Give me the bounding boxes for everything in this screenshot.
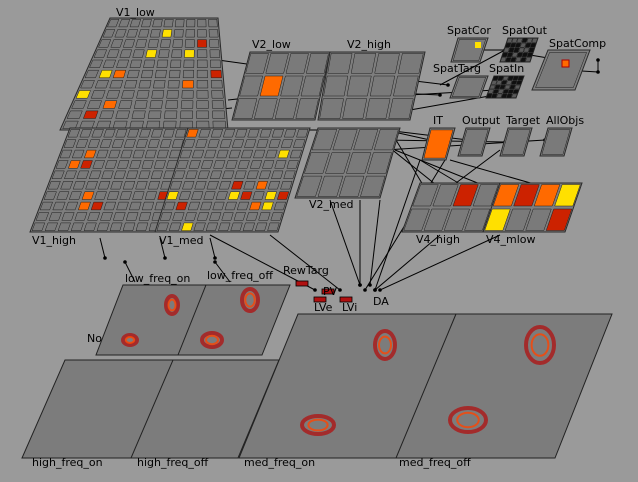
projection-line xyxy=(99,237,106,259)
spatcor-active-unit xyxy=(475,42,481,48)
layer-v2-med[interactable] xyxy=(294,127,401,199)
layer-lve[interactable] xyxy=(313,296,327,303)
input-plane-high-freq-off xyxy=(130,359,280,459)
activation-blob-low-off-top xyxy=(240,287,260,313)
layer-label-spatin: SpatIn xyxy=(489,62,524,75)
layer-label-output: Output xyxy=(462,114,501,127)
layer-label-spatcomp: SpatComp xyxy=(549,37,606,50)
layer-spatout[interactable] xyxy=(499,37,539,63)
layer-label-pv: PV xyxy=(323,285,338,298)
projection-arrowhead xyxy=(378,288,382,292)
layer-spatcor[interactable] xyxy=(450,37,489,63)
layer-label-v2-high: V2_high xyxy=(347,38,391,51)
activation-blob-med-off-bottom xyxy=(448,406,488,434)
layer-label-med-freq-on: med_freq_on xyxy=(244,456,315,469)
projection-arrowhead xyxy=(358,283,362,287)
layer-label-spatout: SpatOut xyxy=(502,24,548,37)
layer-label-lvi: LVi xyxy=(342,301,357,314)
layer-spatcomp[interactable] xyxy=(531,49,591,91)
projection-arrowhead xyxy=(373,288,377,292)
layer-label-v4-high: V4_high xyxy=(416,233,460,246)
projection-line xyxy=(209,237,216,259)
layer-label-v2-low: V2_low xyxy=(252,38,291,51)
layer-v4-mlow[interactable] xyxy=(482,182,583,233)
layer-label-allobjs: AllObjs xyxy=(546,114,584,127)
layer-label-v2-med: V2_med xyxy=(309,198,354,211)
layer-label-rewtarg: RewTarg xyxy=(283,264,329,277)
layer-label-target: Target xyxy=(505,114,541,127)
layer-label-no: No xyxy=(87,332,102,345)
projection-line xyxy=(329,199,361,286)
layer-output[interactable] xyxy=(457,127,491,157)
layer-label-da: DA xyxy=(373,295,389,308)
activation-blob-low-on-bottom xyxy=(121,333,139,347)
projection-line xyxy=(374,234,441,291)
layer-label-spatcor: SpatCor xyxy=(447,24,491,37)
layer-spatin[interactable] xyxy=(485,75,525,99)
layer-label-high-freq-off: high_freq_off xyxy=(137,456,209,469)
projection-line xyxy=(409,94,496,111)
layer-it[interactable] xyxy=(421,127,456,161)
activation-blob-med-on-bottom xyxy=(300,414,336,436)
layer-rewtarg[interactable] xyxy=(295,280,309,287)
projection-arrowhead xyxy=(438,93,442,97)
activation-blob-low-off-bottom xyxy=(200,331,224,349)
unit-grid-layers xyxy=(29,17,591,303)
input-layers xyxy=(21,284,613,459)
projection-line xyxy=(369,199,381,286)
layer-label-low-freq-off: low_freq_off xyxy=(207,269,273,282)
projection-arrowhead xyxy=(446,83,450,87)
layer-v1-low[interactable] xyxy=(59,17,229,131)
layer-label-v1-med: V1_med xyxy=(159,234,204,247)
projection-arrowhead xyxy=(163,256,167,260)
layer-target[interactable] xyxy=(499,127,533,157)
layer-label-v1-low: V1_low xyxy=(116,6,155,19)
projection-line xyxy=(124,261,136,283)
layer-v2-high[interactable] xyxy=(317,51,426,121)
projection-arrowhead xyxy=(213,260,217,264)
projection-line xyxy=(214,261,231,283)
layer-spattarg[interactable] xyxy=(449,75,489,99)
layer-label-it: IT xyxy=(433,114,443,127)
projection-arrowhead xyxy=(596,58,600,62)
projection-arrowhead xyxy=(103,256,107,260)
layer-allobjs[interactable] xyxy=(539,127,573,157)
projection-arrowhead xyxy=(363,288,367,292)
projection-arrowhead xyxy=(213,256,217,260)
projection-arrowhead xyxy=(313,288,317,292)
projection-line xyxy=(374,159,421,291)
projection-line xyxy=(379,234,501,291)
projection-line xyxy=(269,234,341,291)
spatcomp-active-unit xyxy=(561,59,570,68)
layer-label-med-freq-off: med_freq_off xyxy=(399,456,471,469)
layer-v1-med[interactable] xyxy=(154,127,311,233)
projection-arrowhead xyxy=(338,288,342,292)
layer-v1-high[interactable] xyxy=(29,127,189,233)
layer-pv[interactable] xyxy=(321,288,335,295)
layer-label-v1-high: V1_high xyxy=(32,234,76,247)
projection-line xyxy=(159,237,166,259)
projection-line xyxy=(439,49,506,86)
projection-arrowhead xyxy=(123,260,127,264)
layer-label-lve: LVe xyxy=(314,301,333,314)
activation-blob-low-on-top xyxy=(164,294,180,316)
layer-label-high-freq-on: high_freq_on xyxy=(32,456,103,469)
layer-v4-high[interactable] xyxy=(401,182,501,233)
layer-v2-low[interactable] xyxy=(231,51,331,121)
activation-blob-med-off-top xyxy=(524,325,556,365)
layer-lvi[interactable] xyxy=(339,296,353,303)
layer-label-low-freq-on: low_freq_on xyxy=(125,272,190,285)
layer-label-v4-mlow: V4_mlow xyxy=(486,233,536,246)
layer-label-spattarg: SpatTarg xyxy=(433,62,481,75)
activation-blob-med-on-top xyxy=(373,329,397,361)
